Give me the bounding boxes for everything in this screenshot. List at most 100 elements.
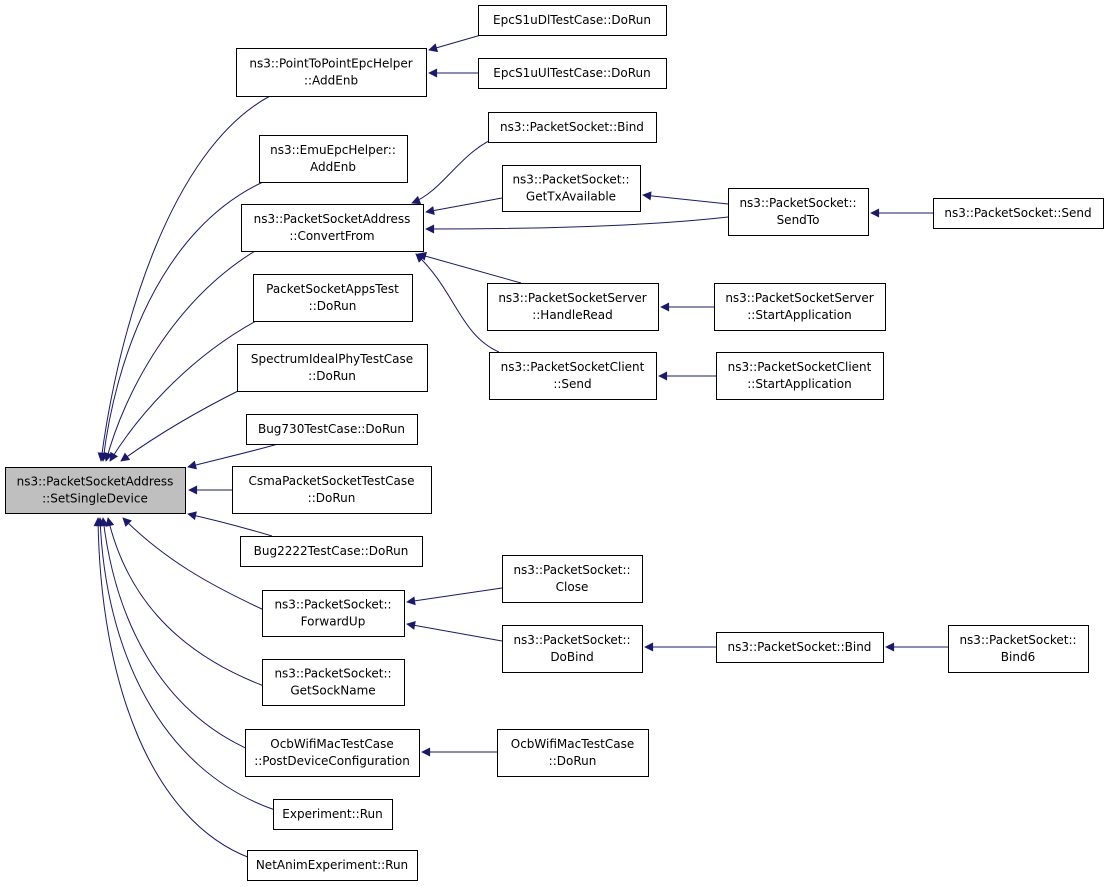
node-box	[489, 352, 657, 400]
node-label: ::ConvertFrom	[289, 229, 374, 243]
node-label: OcbWifiMacTestCase	[270, 737, 393, 751]
node-label: GetSockName	[290, 684, 375, 698]
node-box	[246, 414, 418, 445]
node-netanim[interactable]: NetAnimExperiment::Run	[247, 850, 418, 881]
node-label: Bug2222TestCase::DoRun	[254, 544, 409, 558]
node-box	[478, 58, 667, 89]
node-box	[948, 625, 1089, 673]
node-box	[728, 188, 869, 236]
node-label: ::AddEnb	[304, 74, 358, 88]
edge-getsockname-to-root	[105, 517, 265, 687]
node-label: EpcS1uUlTestCase::DoRun	[493, 66, 650, 80]
node-csma[interactable]: CsmaPacketSocketTestCase::DoRun	[232, 466, 432, 514]
node-box	[502, 555, 643, 603]
node-label: SpectrumIdealPhyTestCase	[251, 352, 413, 366]
node-label: ns3::PacketSocketClient	[728, 360, 872, 374]
node-box	[5, 467, 186, 514]
node-ocb_dorun[interactable]: OcbWifiMacTestCase::DoRun	[497, 729, 649, 777]
node-label: ::DoRun	[309, 299, 357, 313]
node-label: ns3::PacketSocket::	[274, 667, 391, 681]
node-ocb_post[interactable]: OcbWifiMacTestCase::PostDeviceConfigurat…	[245, 729, 420, 777]
edge-emu_addenb-to-root	[99, 181, 264, 462]
node-label: NetAnimExperiment::Run	[256, 858, 408, 872]
node-label: ::Send	[553, 377, 591, 391]
node-pss_handleread[interactable]: ns3::PacketSocketServer::HandleRead	[487, 283, 659, 331]
node-ps_bind_mid[interactable]: ns3::PacketSocket::Bind	[716, 632, 884, 663]
node-label: ns3::PacketSocket::Send	[944, 206, 1091, 220]
node-ps_close[interactable]: ns3::PacketSocket::Close	[502, 555, 643, 603]
node-label: ns3::PacketSocketClient	[501, 360, 645, 374]
node-spectrum[interactable]: SpectrumIdealPhyTestCase::DoRun	[237, 344, 428, 392]
node-psc_start[interactable]: ns3::PacketSocketClient::StartApplicatio…	[716, 352, 884, 400]
node-label: EpcS1uDlTestCase::DoRun	[493, 13, 651, 27]
edge-ps_bind_top-to-convertfrom	[411, 134, 503, 205]
node-label: ::DoRun	[308, 369, 356, 383]
node-box	[716, 352, 884, 400]
edge-ps_sendto-to-ps_gettx	[642, 191, 729, 205]
node-label: ns3::PacketSocketAddress	[254, 212, 411, 226]
node-bug730[interactable]: Bug730TestCase::DoRun	[246, 414, 418, 445]
node-label: GetTxAvailable	[526, 190, 616, 204]
node-label: ns3::PacketSocket::	[512, 173, 629, 187]
node-label: ns3::PacketSocket::Bind	[728, 640, 872, 654]
node-label: ns3::EmuEpcHelper::	[270, 143, 396, 157]
node-psc_send[interactable]: ns3::PacketSocketClient::Send	[489, 352, 657, 400]
node-label: Bind6	[1001, 650, 1035, 664]
node-box	[502, 165, 641, 212]
nodes-layer: ns3::PacketSocketAddress::SetSingleDevic…	[5, 5, 1104, 881]
node-ps_sendto[interactable]: ns3::PacketSocket::SendTo	[728, 188, 869, 236]
node-box	[241, 204, 424, 252]
node-box	[262, 590, 405, 637]
node-bug2222[interactable]: Bug2222TestCase::DoRun	[240, 536, 423, 567]
edge-psc_send-to-convertfrom	[415, 253, 500, 353]
edge-bug730-to-root	[187, 443, 279, 470]
node-box	[497, 729, 649, 777]
node-box	[714, 283, 886, 331]
node-ps_bind_top[interactable]: ns3::PacketSocket::Bind	[488, 112, 657, 143]
node-forwardup[interactable]: ns3::PacketSocket::ForwardUp	[262, 590, 405, 637]
node-convertfrom[interactable]: ns3::PacketSocketAddress::ConvertFrom	[241, 204, 424, 252]
edge-experiment-to-root	[95, 517, 276, 811]
node-root[interactable]: ns3::PacketSocketAddress::SetSingleDevic…	[5, 467, 186, 514]
node-experiment[interactable]: Experiment::Run	[273, 799, 393, 830]
node-box	[232, 466, 432, 514]
node-label: ns3::PacketSocket::Bind	[500, 120, 644, 134]
node-box	[273, 799, 393, 830]
node-label: ForwardUp	[301, 615, 366, 629]
node-label: ns3::PacketSocket::	[513, 633, 630, 647]
node-label: PacketSocketAppsTest	[266, 282, 399, 296]
node-ps_send[interactable]: ns3::PacketSocket::Send	[933, 198, 1104, 229]
edges-layer	[93, 34, 948, 859]
node-label: ::PostDeviceConfiguration	[254, 754, 410, 768]
node-box	[488, 112, 657, 143]
node-epc_ul[interactable]: EpcS1uUlTestCase::DoRun	[478, 58, 667, 89]
node-label: ::SetSingleDevice	[42, 492, 148, 506]
node-box	[487, 283, 659, 331]
node-ps_dobind[interactable]: ns3::PacketSocket::DoBind	[502, 625, 643, 673]
node-box	[237, 344, 428, 392]
node-box	[478, 5, 667, 36]
node-pss_start[interactable]: ns3::PacketSocketServer::StartApplicatio…	[714, 283, 886, 331]
node-emu_addenb[interactable]: ns3::EmuEpcHelper::AddEnb	[259, 135, 408, 183]
node-box	[933, 198, 1104, 229]
node-box	[253, 274, 413, 322]
node-label: ::DoRun	[308, 491, 356, 505]
edge-ps_gettx-to-convertfrom	[425, 197, 503, 215]
edge-netanim-to-root	[93, 517, 251, 859]
node-label: ::StartApplication	[747, 377, 851, 391]
node-psapps[interactable]: PacketSocketAppsTest::DoRun	[253, 274, 413, 322]
node-epc_dl[interactable]: EpcS1uDlTestCase::DoRun	[478, 5, 667, 36]
node-box	[259, 135, 408, 183]
node-label: ns3::PacketSocket::	[959, 633, 1076, 647]
node-label: ns3::PointToPointEpcHelper	[249, 57, 412, 71]
node-getsockname[interactable]: ns3::PacketSocket::GetSockName	[262, 659, 405, 706]
edge-forwardup-to-root	[122, 517, 265, 611]
node-ps_gettx[interactable]: ns3::PacketSocket::GetTxAvailable	[502, 165, 641, 212]
edge-ps_close-to-forwardup	[406, 587, 503, 606]
node-label: ::DoRun	[549, 754, 597, 768]
node-label: ns3::PacketSocketServer	[725, 291, 873, 305]
node-ps_bind6[interactable]: ns3::PacketSocket::Bind6	[948, 625, 1089, 673]
node-p2p_addenb[interactable]: ns3::PointToPointEpcHelper::AddEnb	[236, 48, 427, 97]
node-label: Bug730TestCase::DoRun	[258, 422, 405, 436]
